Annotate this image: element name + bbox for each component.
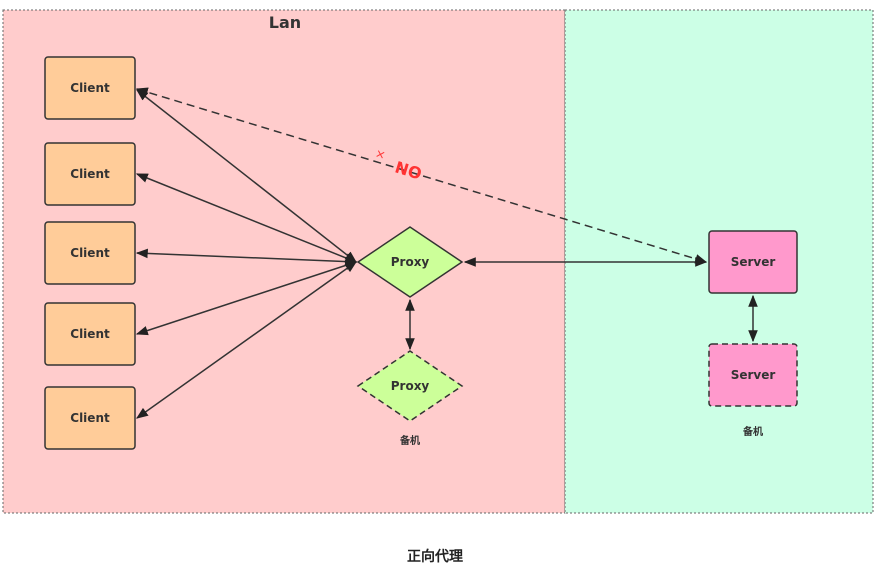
client-label: Client [70,327,110,341]
backup-server-caption: 备机 [742,425,763,438]
client-node[interactable]: Client [44,221,136,285]
client-label: Client [70,81,110,95]
backup-server-node[interactable]: Server [708,343,798,407]
backup-server-label: Server [731,368,776,382]
client-node[interactable]: Client [44,56,136,120]
server-node[interactable]: Server [708,230,798,294]
client-node[interactable]: Client [44,142,136,206]
client-label: Client [70,411,110,425]
client-label: Client [70,167,110,181]
client-proxy-link [136,261,357,419]
proxy-node[interactable]: Proxy [356,226,464,298]
client-label: Client [70,246,110,260]
server-label: Server [731,255,776,269]
blocked-x-icon: × [374,146,388,162]
client-node[interactable]: Client [44,302,136,366]
proxy-label: Proxy [391,255,430,269]
lan-label: Lan [269,13,301,32]
diagram-caption: 正向代理 [407,548,463,565]
client-node[interactable]: Client [44,386,136,450]
blocked-direct-link [135,87,708,264]
backup-proxy-caption: 备机 [399,434,420,447]
backup-proxy-node[interactable]: Proxy [356,350,464,422]
backup-proxy-label: Proxy [391,379,430,393]
